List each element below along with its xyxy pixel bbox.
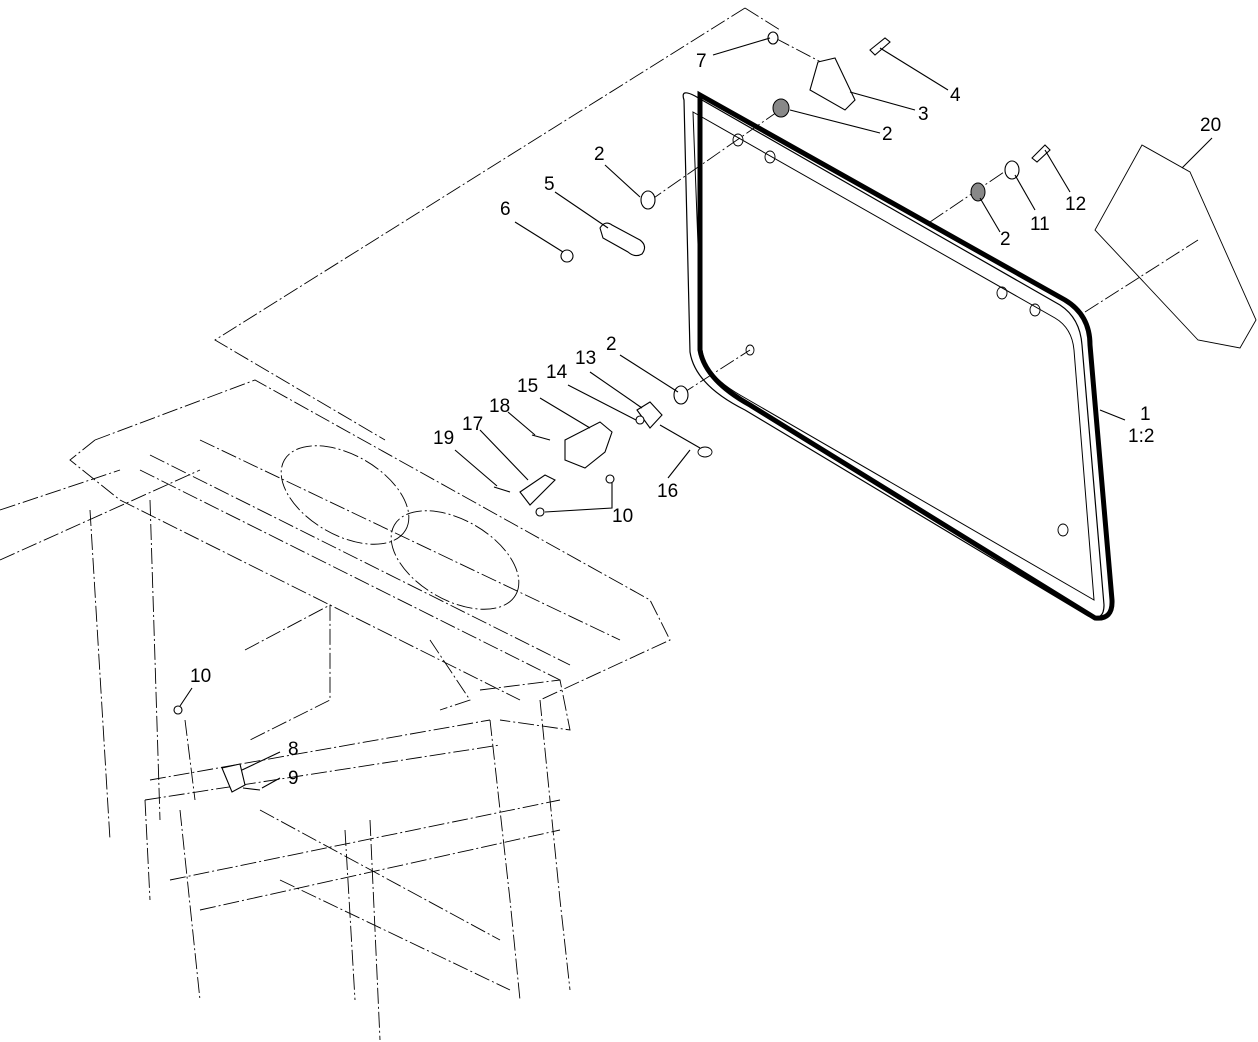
callout-3: 3 (918, 104, 929, 125)
nut-part-10b (535, 507, 545, 517)
callout-17: 17 (462, 414, 483, 435)
nut-part-10a (605, 474, 615, 484)
callout-4: 4 (950, 85, 961, 106)
callout-2: 2 (606, 334, 617, 355)
callout-15: 15 (517, 376, 538, 397)
washer-part-11 (1004, 160, 1020, 180)
chassis-frame-phantom (0, 7, 781, 1041)
callout-9: 9 (288, 768, 299, 789)
callout-6: 6 (500, 199, 511, 220)
leader-lines (179, 37, 1213, 789)
washer-part-7 (767, 31, 779, 45)
callout-12: 12 (1065, 194, 1086, 215)
pin-part-14 (635, 415, 645, 425)
window-frame-part-1 (682, 90, 1115, 621)
callout-2: 2 (1000, 229, 1011, 250)
callout-2: 2 (594, 144, 605, 165)
callout-16: 16 (657, 481, 678, 502)
latch-bracket-part-13 (636, 401, 663, 429)
washer-part-2b (640, 190, 656, 210)
hinge-bracket-part-3 (809, 57, 856, 111)
decal-part-20 (1094, 144, 1257, 349)
nut-part-6 (560, 249, 574, 263)
pin-part-16 (659, 424, 701, 449)
bracket-part-8 (221, 763, 246, 793)
bolt-part-4 (869, 37, 891, 56)
screw-part-18 (531, 434, 551, 441)
screw-part-9 (242, 787, 261, 791)
callout-20: 20 (1200, 115, 1221, 136)
latch-part-15 (564, 421, 613, 469)
callout-labels: 1 1:2 2 2 2 2 3 4 5 6 7 8 9 10 10 11 12 … (190, 51, 1221, 789)
link-plate-part-5 (599, 222, 646, 257)
assembly-axis-lines (647, 37, 1199, 396)
hardware-parts (173, 31, 1051, 793)
callout-5: 5 (544, 174, 555, 195)
callout-1: 1 (1140, 404, 1151, 425)
washer-part-2a (772, 98, 790, 118)
callout-10: 10 (190, 666, 211, 687)
callout-2: 2 (882, 124, 893, 145)
callout-1-2: 1:2 (1128, 426, 1154, 447)
callout-18: 18 (489, 396, 510, 417)
callout-19: 19 (433, 428, 454, 449)
callout-8: 8 (288, 739, 299, 760)
bolt-part-12 (1031, 144, 1051, 163)
callout-7: 7 (696, 51, 707, 72)
washer-part-2d (673, 385, 689, 405)
callout-14: 14 (546, 362, 568, 383)
latch-lever-part-17 (519, 474, 556, 506)
callout-13: 13 (575, 348, 596, 369)
callout-11: 11 (1030, 214, 1050, 235)
callout-10: 10 (612, 506, 633, 527)
washer-part-2c (970, 182, 986, 202)
nut-part-10c (173, 705, 183, 715)
screw-part-19 (493, 486, 511, 493)
